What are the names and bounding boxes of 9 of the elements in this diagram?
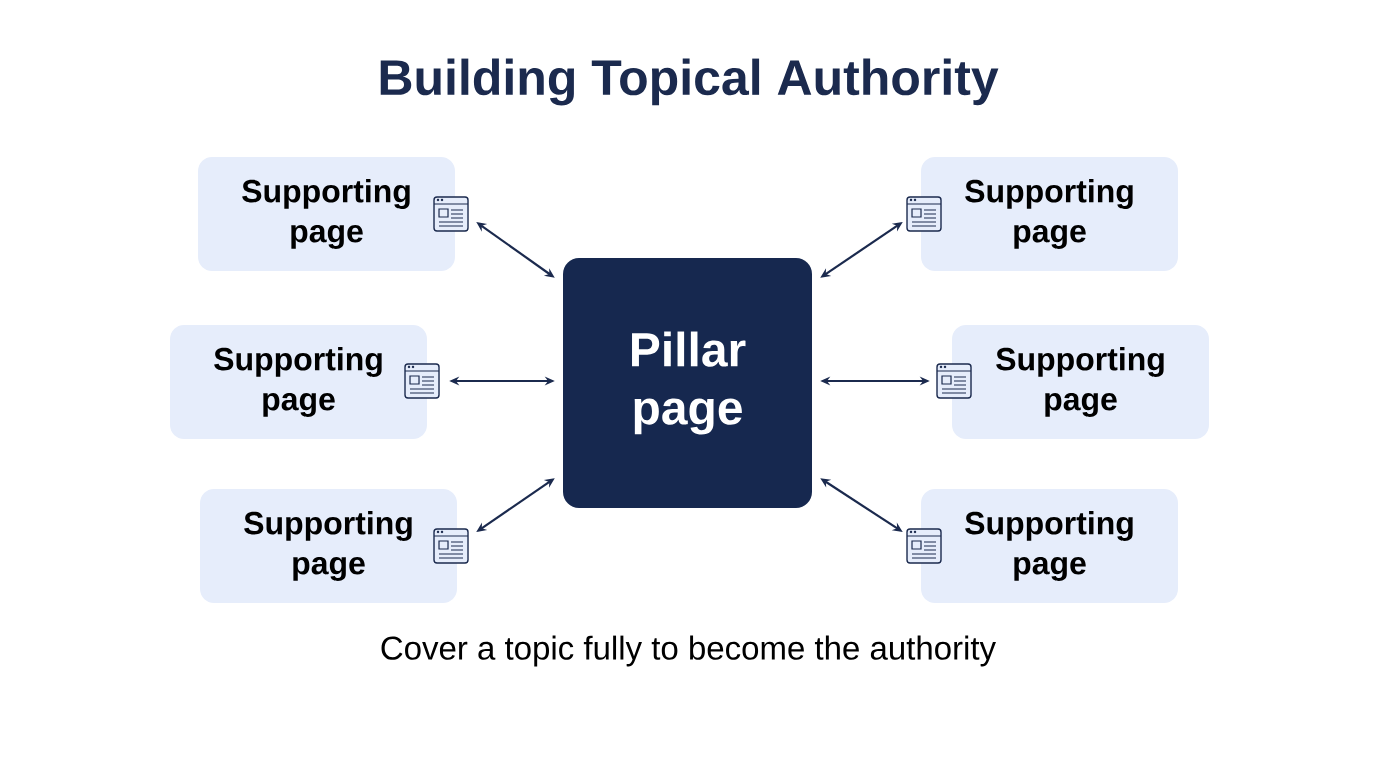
supporting-box: Supporting page	[170, 325, 427, 439]
pillar-box: Pillar page	[563, 258, 812, 508]
supporting-box: Supporting page	[198, 157, 455, 271]
supporting-box: Supporting page	[952, 325, 1209, 439]
supporting-box: Supporting page	[200, 489, 457, 603]
title: Building Topical Authority	[380, 58, 999, 106]
supporting-box: Supporting page	[921, 489, 1178, 603]
caption: Cover a topic fully to become the authority	[381, 635, 996, 667]
supporting-box: Supporting page	[921, 157, 1178, 271]
